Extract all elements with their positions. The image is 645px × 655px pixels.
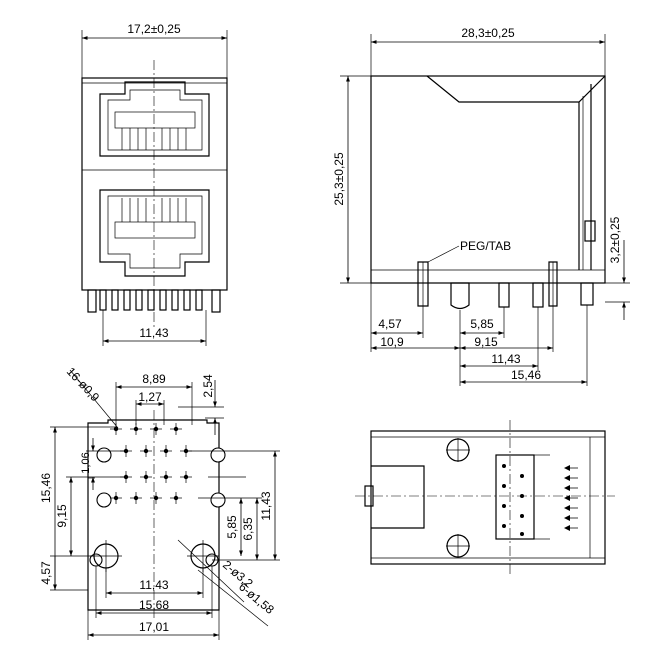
fp-top-dim-1: 1,27 [138, 390, 162, 404]
fp-left-dim-0: 15,46 [39, 473, 53, 503]
fp-hole-mid-label: 6-ø1,58 [236, 580, 277, 618]
fp-right-dim-0: 11,43 [259, 491, 273, 520]
front-width-dim: 17,2±0,25 [127, 22, 181, 36]
fp-bottom-dim-2: 17,01 [139, 620, 169, 634]
side-dim-5: 15,46 [511, 368, 541, 382]
top-view-contacts [502, 464, 578, 536]
fp-hole-small-label: 16-ø0,9 [64, 364, 103, 404]
side-dim-0: 4,57 [378, 317, 402, 331]
footprint-view: 8,89 1,27 2,54 16-ø0,9 [39, 364, 280, 640]
fp-upper-holes [110, 423, 192, 457]
front-pin-span-dim: 11,43 [139, 326, 168, 340]
fp-top-dim-2: 2,54 [201, 374, 215, 398]
side-dim-4: 11,43 [491, 352, 520, 366]
fp-bottom-dim-1: 15,68 [139, 598, 169, 612]
side-pins [417, 261, 594, 310]
fp-mid-holes [89, 447, 226, 567]
peg-tab-label: PEG/TAB [460, 239, 511, 253]
fp-top-dim-0: 8,89 [142, 372, 166, 386]
upper-jack-contacts [121, 128, 187, 150]
front-view: 17,2±0,25 [81, 22, 228, 346]
fp-bottom-dim-0: 11,43 [139, 578, 168, 592]
side-height-dim: 25,3±0,25 [332, 152, 346, 206]
fp-lower-holes [110, 471, 192, 504]
fp-right-dim-2: 5,85 [225, 515, 239, 539]
side-bottom-dims: 4,57 5,85 10,9 9,15 11,43 15,46 [370, 283, 588, 386]
fp-left-dim-2: 9,15 [55, 504, 69, 528]
side-dim-2: 10,9 [380, 335, 404, 349]
fp-large-holes [90, 540, 219, 572]
fp-left-dim-1: 1,06 [80, 452, 92, 473]
fp-left-dim-3: 4,57 [39, 561, 53, 585]
lower-jack-contacts [121, 198, 187, 222]
side-tab-dim: 3,2±0,25 [608, 216, 622, 263]
side-length-dim: 28,3±0,25 [461, 26, 515, 40]
top-view [355, 420, 615, 575]
side-view: 28,3±0,25 25,3±0,25 3,2±0,25 [332, 26, 630, 386]
side-dim-1: 5,85 [470, 317, 494, 331]
front-pins [87, 289, 221, 313]
side-dim-3: 9,15 [474, 335, 498, 349]
fp-right-dim-1: 6,35 [241, 517, 255, 541]
